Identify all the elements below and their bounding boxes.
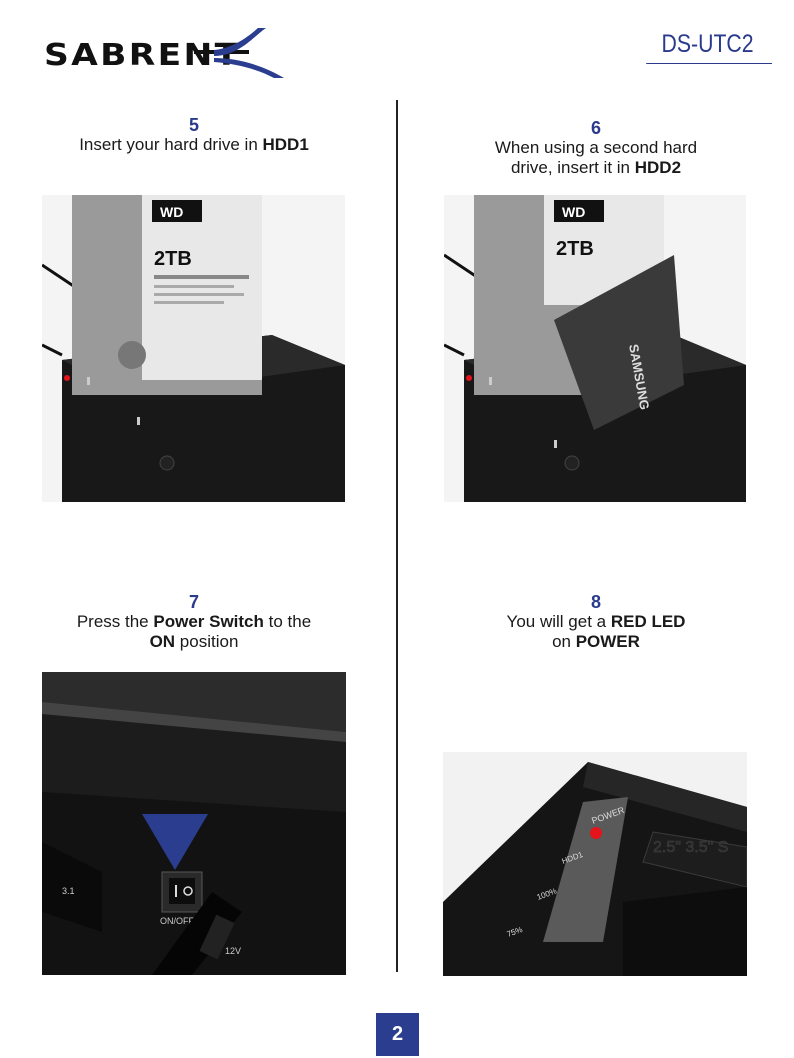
caption-bold: HDD1	[263, 135, 309, 154]
caption-text: to the	[264, 612, 311, 631]
step-5: 5 Insert your hard drive in HDD1	[24, 115, 364, 155]
drive-capacity-label: 2TB	[154, 248, 192, 270]
caption-bold: Power Switch	[153, 612, 264, 631]
step-caption: When using a second hard drive, insert i…	[426, 138, 766, 178]
caption-bold: HDD2	[635, 158, 681, 177]
caption-bold: POWER	[576, 632, 640, 651]
caption-bold: ON	[150, 632, 176, 651]
column-divider	[396, 100, 398, 972]
step-8: 8 You will get a RED LED on POWER	[426, 592, 766, 652]
drive-brand-label: WD	[562, 204, 585, 220]
photo-insert-hdd2: WD 2TB SAMSUNG	[444, 195, 746, 502]
photo-power-switch: ON/OFF 12V 3.1	[42, 672, 346, 975]
step-caption: You will get a RED LED on POWER	[426, 612, 766, 652]
step-number: 6	[426, 118, 766, 138]
step-number: 8	[426, 592, 766, 612]
step-number: 7	[24, 592, 364, 612]
drive-capacity-label: 2TB	[556, 238, 594, 260]
sabrent-logo: SABRENT	[44, 26, 294, 80]
caption-text: Insert your hard drive in	[79, 135, 262, 154]
step-caption: Insert your hard drive in HDD1	[24, 135, 364, 155]
model-number: DS-UTC2	[646, 30, 772, 64]
photo-insert-hdd1: WD 2TB	[42, 195, 345, 502]
caption-text: You will get a	[507, 612, 611, 631]
logo-swoosh-icon	[194, 26, 294, 80]
photo-red-led: POWER HDD1 100% 75% 2.5" 3.5" S	[443, 752, 747, 976]
caption-text: on	[552, 632, 576, 651]
caption-text: Press the	[77, 612, 154, 631]
step-caption: Press the Power Switch to the ON positio…	[24, 612, 364, 652]
step-number: 5	[24, 115, 364, 135]
step-7: 7 Press the Power Switch to the ON posit…	[24, 592, 364, 652]
red-led-icon	[590, 827, 602, 839]
page-number: 2	[376, 1013, 419, 1056]
port-label: 3.1	[62, 886, 75, 896]
caption-bold: RED LED	[611, 612, 686, 631]
caption-text: position	[175, 632, 238, 651]
drive-brand-label: WD	[160, 204, 183, 220]
bay-label: 2.5" 3.5" S	[653, 839, 728, 856]
step-6: 6 When using a second hard drive, insert…	[426, 118, 766, 178]
dc-label: 12V	[225, 946, 241, 956]
